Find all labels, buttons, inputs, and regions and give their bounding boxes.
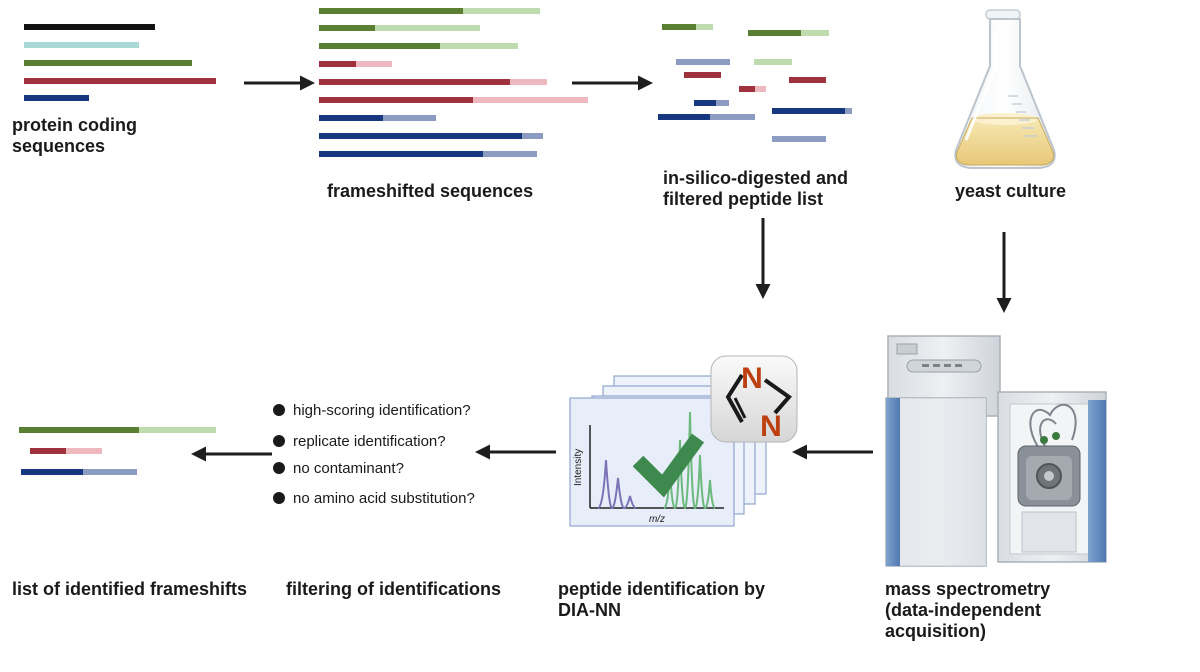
sequence-bar [30, 448, 66, 454]
sequence-bar [684, 72, 721, 78]
label-peptide-identification: peptide identification by DIA-NN [558, 579, 770, 620]
sequence-bar [440, 43, 518, 49]
sequence-bar [319, 151, 483, 157]
sequence-bar [319, 115, 383, 121]
sequence-bar [24, 24, 155, 30]
label-filtering: filtering of identifications [286, 579, 501, 599]
criterion-replicate: replicate identification? [293, 433, 446, 450]
bullet-icon [273, 404, 285, 416]
spectrum-peaks-green [663, 411, 716, 510]
label-identified-frameshifts: list of identified frameshifts [12, 579, 247, 599]
bullet-icon [273, 435, 285, 447]
sequence-bar [473, 97, 588, 103]
sequence-bar [319, 61, 356, 67]
sequence-bar [694, 100, 716, 106]
sequence-bar [19, 427, 139, 433]
nitrogen-atom-top: N [741, 362, 763, 395]
bullet-icon [273, 492, 285, 504]
sequence-bar [463, 8, 540, 14]
sequence-bar [510, 79, 547, 85]
sequence-bar [21, 469, 83, 475]
erlenmeyer-flask-icon [954, 9, 1056, 169]
criterion-no-contaminant: no contaminant? [293, 460, 404, 477]
sequence-bar [676, 59, 730, 65]
spectrum-card [569, 397, 735, 527]
sequence-bar [356, 61, 392, 67]
identified-frameshift-bars [19, 427, 216, 475]
sequence-bar [319, 97, 473, 103]
sequence-bar [755, 86, 766, 92]
sequence-bar [845, 108, 852, 114]
sequence-bar [710, 114, 755, 120]
sequence-bar [789, 77, 826, 83]
sequence-bar [83, 469, 137, 475]
sequence-bar [739, 86, 755, 92]
sequence-bar [319, 25, 375, 31]
sequence-bar [772, 136, 826, 142]
sequence-bar [139, 427, 216, 433]
filter-criteria-list: high-scoring identification? replicate i… [273, 402, 475, 507]
digested-peptide-bars [658, 24, 852, 142]
label-frameshifted-sequences: frameshifted sequences [327, 181, 533, 201]
spectrum-peaks-purple [597, 459, 637, 510]
sequence-bar [801, 30, 829, 36]
sequence-bar [24, 78, 216, 84]
imidazole-ring-icon: N N [710, 355, 798, 443]
spectrum-x-label: m/z [649, 514, 665, 525]
sequence-bar [375, 25, 480, 31]
spectrum-y-label: Intensity [573, 449, 584, 486]
label-mass-spectrometry: mass spectrometry (data-independent acqu… [885, 579, 1055, 641]
nitrogen-atom-bottom: N [760, 410, 782, 443]
sequence-bar [696, 24, 713, 30]
sequence-bar [772, 108, 845, 114]
sequence-bar [662, 24, 696, 30]
sequence-bar [319, 8, 463, 14]
sequence-bar [66, 448, 102, 454]
sequence-bar [658, 114, 710, 120]
sequence-bar [383, 115, 436, 121]
sequence-bar [319, 43, 440, 49]
sequence-bar [319, 79, 510, 85]
sequence-bar [24, 95, 89, 101]
sequence-bar [748, 30, 801, 36]
flow-arrows [191, 75, 1012, 462]
criterion-high-scoring: high-scoring identification? [293, 402, 471, 419]
mass-spectrometer-icon [885, 335, 1107, 567]
sequence-bar [319, 133, 522, 139]
protein-coding-sequence-bars [24, 24, 216, 101]
label-digested-peptide-list: in-silico-digested and filtered peptide … [663, 168, 853, 209]
label-protein-coding-sequences: protein coding sequences [12, 115, 142, 156]
frameshifted-sequence-bars [319, 8, 588, 157]
sequence-bar [24, 60, 192, 66]
sequence-bar [522, 133, 543, 139]
criterion-no-substitution: no amino acid substitution? [293, 490, 475, 507]
sequence-bar [483, 151, 537, 157]
sequence-bar [754, 59, 792, 65]
sequence-bar [716, 100, 729, 106]
sequence-bar [24, 42, 139, 48]
label-yeast-culture: yeast culture [955, 181, 1066, 201]
bullet-icon [273, 462, 285, 474]
checkmark-icon [632, 433, 705, 498]
